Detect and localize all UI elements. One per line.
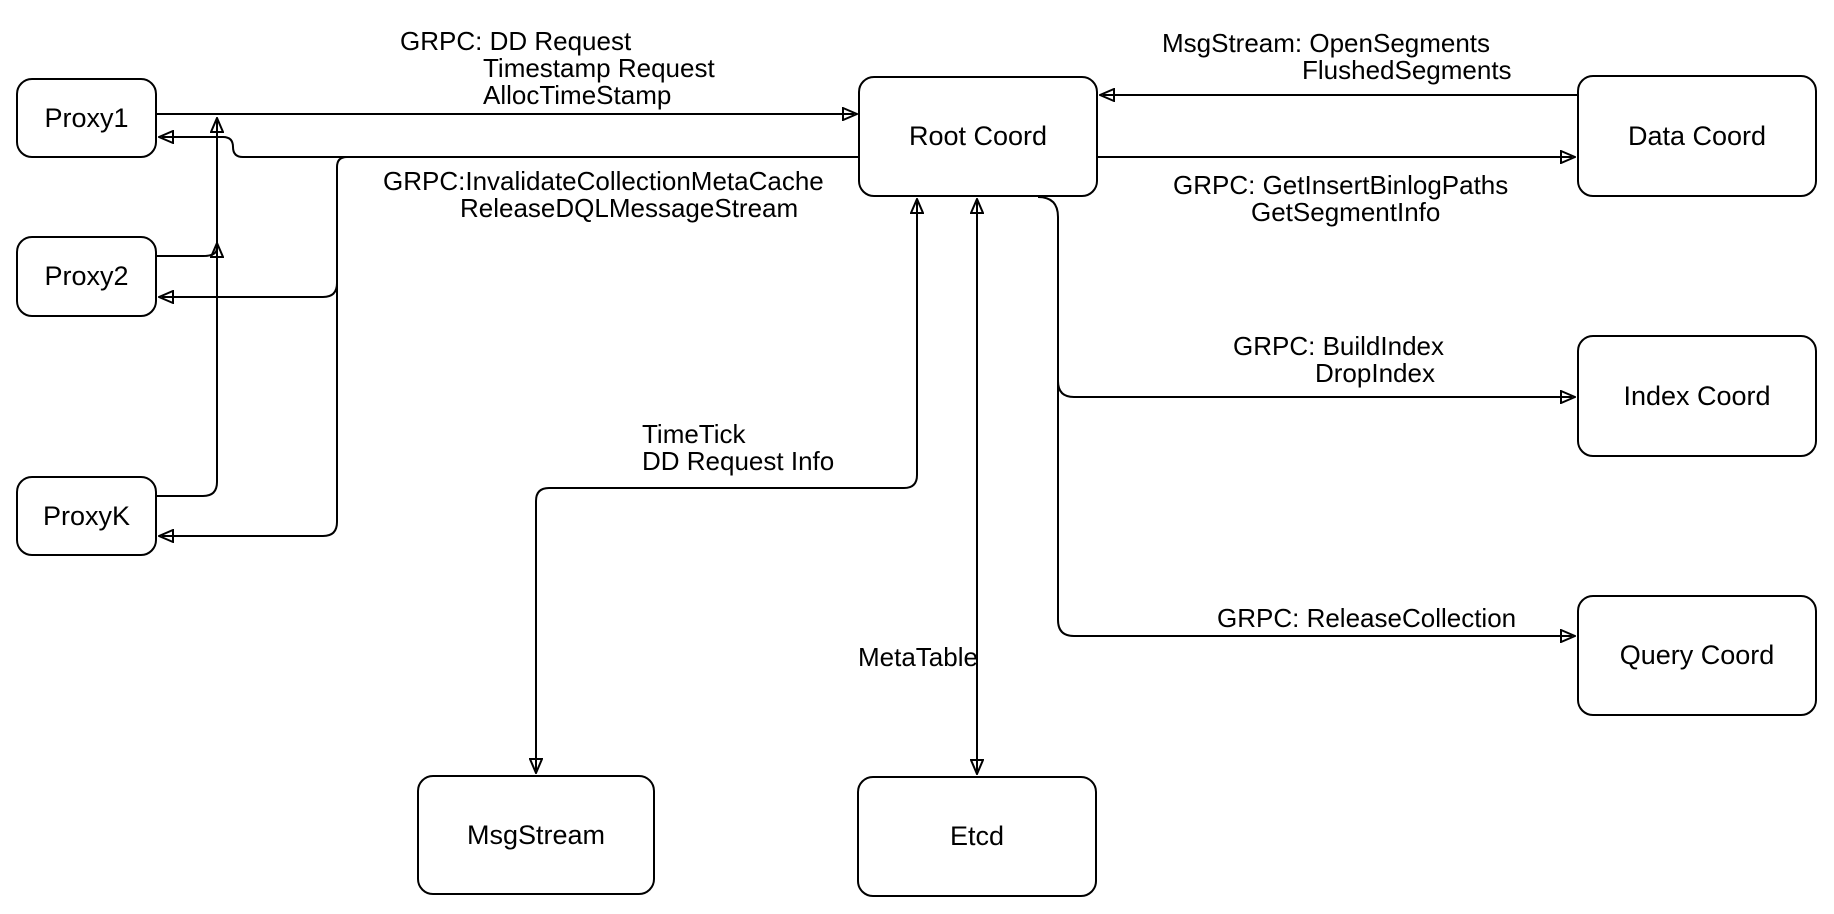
node-proxy1: Proxy1 bbox=[16, 78, 157, 158]
node-proxy1-label: Proxy1 bbox=[44, 102, 129, 133]
node-etcd-label: Etcd bbox=[949, 821, 1005, 851]
edge-label-root-to-msgstream-line1: TimeTick bbox=[642, 419, 746, 449]
edge-rootcoord-to-proxy2-branch bbox=[162, 282, 338, 297]
edge-label-data-to-root-line2: FlushedSegments bbox=[1302, 55, 1512, 85]
edge-label-root-to-query-line1: GRPC: ReleaseCollection bbox=[1217, 603, 1517, 633]
edge-label-root-to-data-line1: GRPC: GetInsertBinlogPaths bbox=[1173, 170, 1509, 200]
edge-label-root-to-index-line1: GRPC: BuildIndex bbox=[1233, 331, 1444, 361]
node-index-coord-label: Index Coord bbox=[1623, 380, 1771, 411]
edge-label-proxy-to-root-line3: AllocTimeStamp bbox=[483, 80, 672, 110]
edge-label-root-to-data-line2: GetSegmentInfo bbox=[1251, 197, 1441, 227]
edge-label-data-to-root-line1: MsgStream: OpenSegments bbox=[1162, 28, 1491, 58]
node-proxyk-label: ProxyK bbox=[42, 500, 131, 531]
node-index-coord: Index Coord bbox=[1577, 335, 1817, 457]
edge-label-proxy-to-root-line2: Timestamp Request bbox=[483, 53, 715, 83]
node-proxy2: Proxy2 bbox=[16, 236, 157, 317]
edge-rootcoord-to-proxyk-branch bbox=[162, 156, 348, 536]
edge-proxyk-up-to-ddline bbox=[157, 121, 217, 497]
edge-rootcoord-msgstream bbox=[536, 202, 917, 770]
edge-label-proxy-to-root-line1: GRPC: DD Request bbox=[400, 26, 632, 56]
node-root-coord-label: Root Coord bbox=[908, 121, 1048, 151]
node-msgstream: MsgStream bbox=[417, 775, 655, 895]
edge-label-root-to-etcd-line1: MetaTable bbox=[858, 642, 978, 672]
node-query-coord-label: Query Coord bbox=[1619, 640, 1775, 670]
edge-label-root-to-proxy-line1: GRPC:InvalidateCollectionMetaCache bbox=[383, 166, 824, 196]
node-query-coord: Query Coord bbox=[1577, 595, 1817, 716]
edge-rootcoord-to-querycoord bbox=[1057, 240, 1572, 636]
edge-label-root-to-msgstream-line2: DD Request Info bbox=[642, 446, 835, 476]
edge-label-root-to-index-line2: DropIndex bbox=[1315, 358, 1435, 388]
edge-label-root-to-proxy-line2: ReleaseDQLMessageStream bbox=[460, 193, 799, 223]
node-msgstream-label: MsgStream bbox=[466, 819, 606, 850]
edge-rootcoord-to-indexcoord bbox=[1037, 196, 1572, 397]
node-proxyk: ProxyK bbox=[16, 476, 157, 556]
node-data-coord-label: Data Coord bbox=[1627, 120, 1767, 151]
edge-proxy2-up-merge bbox=[157, 246, 217, 256]
edge-rootcoord-to-proxy1 bbox=[162, 137, 858, 158]
node-proxy2-label: Proxy2 bbox=[44, 261, 129, 291]
node-etcd: Etcd bbox=[857, 776, 1097, 897]
node-data-coord: Data Coord bbox=[1577, 75, 1817, 197]
node-root-coord: Root Coord bbox=[858, 76, 1098, 197]
